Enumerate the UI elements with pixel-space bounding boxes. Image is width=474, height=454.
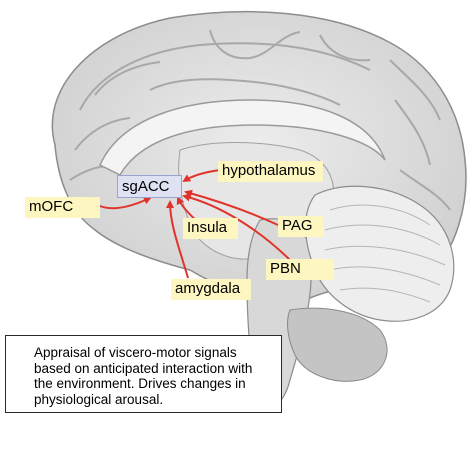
insula-label: Insula — [183, 218, 238, 239]
cerebellum-lower — [287, 307, 388, 382]
sgacc-label: sgACC — [117, 175, 182, 198]
arrow-amygdala-to-sgacc — [166, 200, 189, 279]
arrow-mofc-to-sgacc — [99, 196, 152, 210]
amygdala-label: amygdala — [171, 279, 251, 300]
caption-text: Appraisal of viscero-motor signals based… — [34, 345, 253, 407]
arrow-group — [99, 169, 293, 279]
mofc-label: mOFC — [25, 197, 100, 218]
arrow-pbn-to-sgacc — [182, 193, 293, 263]
hypothalamus-label: hypothalamus — [218, 161, 323, 182]
arrow-pag-to-sgacc — [184, 189, 279, 226]
arrow-hypothalamus-to-sgacc — [182, 169, 221, 183]
cerebellum-folia — [324, 204, 446, 303]
pag-label: PAG — [278, 216, 323, 237]
caption-box: Appraisal of viscero-motor signals based… — [5, 335, 282, 413]
pbn-label: PBN — [266, 259, 334, 280]
corpus-callosum — [99, 99, 386, 176]
